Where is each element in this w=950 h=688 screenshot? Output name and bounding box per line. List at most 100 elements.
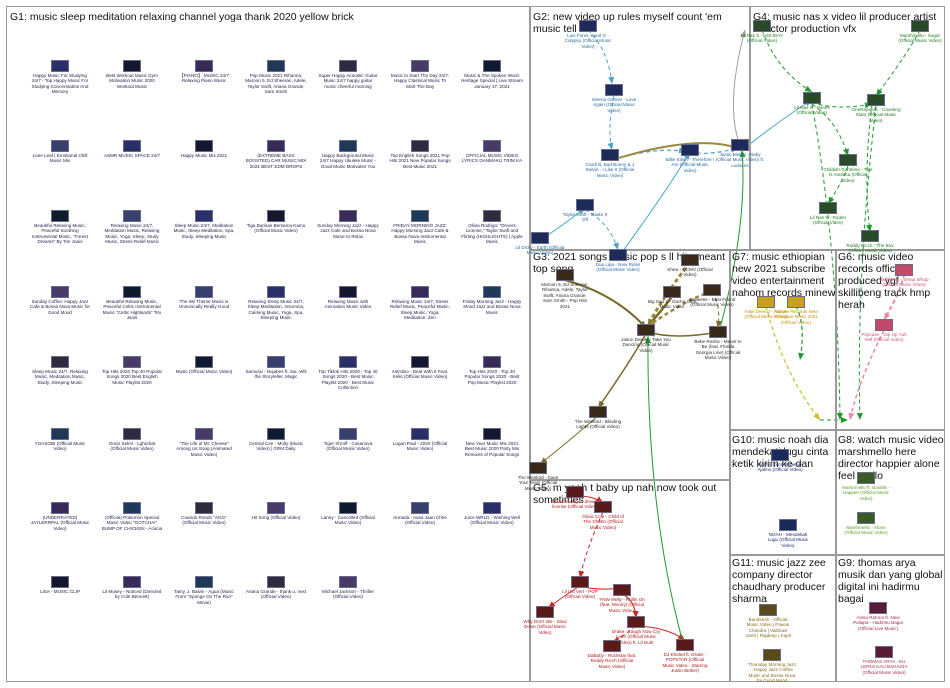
video-node-label: 【PIANO】 MUSIC 24/7 Relaxing Piano Music — [179, 73, 229, 84]
video-thumbnail — [411, 60, 429, 72]
video-node-label: Fasil Demoz - Afroye (Official Music Vid… — [744, 309, 788, 320]
video-node-label: Friday Morning Jazz - Happy Mood Jazz an… — [462, 299, 522, 315]
video-thumbnail — [867, 94, 885, 106]
video-thumbnail — [195, 140, 213, 152]
video-node-label: Top English Songs 2021 Pop Hits 2021 New… — [389, 153, 451, 169]
group-title-g4: G4: music nas x video lil producer artis… — [753, 11, 937, 35]
video-node-label: Skillibeng - Whap Whap (Official Music V… — [879, 277, 929, 288]
video-thumbnail — [123, 286, 141, 298]
video-thumbnail — [753, 20, 771, 32]
edge-arrowhead — [632, 610, 639, 618]
video-thumbnail — [411, 502, 429, 514]
video-node-label: Happy Background Music 24/7 Happy Ukulel… — [319, 153, 377, 169]
video-thumbnail — [483, 356, 501, 368]
video-thumbnail — [411, 140, 429, 152]
edge-arrowhead — [798, 352, 805, 360]
video-node-label: (EXTREME BASS BOOSTED) CAR MUSIC MIX 202… — [245, 153, 307, 169]
graph-edge — [765, 305, 821, 421]
graph-edge — [597, 333, 647, 409]
video-node-label: (Official) Pokemon Special Music Video "… — [101, 515, 163, 531]
video-thumbnail — [267, 576, 285, 588]
group-box-g2 — [530, 6, 750, 250]
graph-edge — [811, 103, 841, 421]
video-thumbnail — [576, 199, 594, 211]
video-node-label: Lanny - Cancelled (Official Music Video) — [321, 515, 375, 526]
video-node-label: Ariana Grande - thank u, next (Official … — [245, 589, 307, 600]
video-thumbnail — [676, 639, 694, 651]
video-node-label: Sleep Music 24/7, Relaxing Music, Medita… — [32, 369, 88, 385]
video-node-label: Childish Gambino - This Is America (Offi… — [823, 167, 873, 183]
video-node-label: Roddy Ricch - The Box (Official Music Vi… — [846, 243, 894, 254]
group-title-g7: G7: music ethiopian new 2021 subscribe v… — [732, 251, 836, 299]
video-thumbnail — [759, 604, 777, 616]
video-thumbnail — [123, 428, 141, 440]
video-node-label: Top Hits 2020 Top 40 Popular Songs 2020 … — [101, 369, 163, 385]
video-thumbnail — [536, 606, 554, 618]
video-thumbnail — [195, 428, 213, 440]
video-thumbnail — [339, 502, 357, 514]
video-thumbnail — [709, 326, 727, 338]
video-thumbnail — [195, 576, 213, 588]
group-box-g8 — [836, 430, 945, 555]
video-node-label: Beautiful Relaxing Music, Peaceful Sooth… — [32, 223, 88, 245]
group-box-g6 — [836, 250, 945, 430]
edge-arrowhead — [608, 76, 615, 84]
edge-arrowhead — [740, 30, 747, 38]
edge-arrowhead — [856, 412, 863, 420]
video-thumbnail — [594, 501, 612, 513]
video-node-label: Saweetie - Best Friend (Official Music V… — [688, 297, 736, 308]
video-node-label: Cardi B, Bad Bunny & J Balvin - I Like I… — [585, 162, 635, 178]
video-node-label: Logan Paul - 2020 (Official Music Video) — [392, 441, 448, 452]
group-box-g4 — [750, 6, 945, 250]
video-thumbnail — [819, 202, 837, 214]
group-title-g2: G2: new video up rules myself count 'em … — [533, 11, 722, 35]
group-box-g5 — [530, 480, 730, 682]
video-node-label: The Weeknd - Save Your Tears (Official M… — [517, 475, 559, 491]
video-thumbnail — [267, 140, 285, 152]
video-thumbnail — [803, 92, 821, 104]
video-node-label: Lil Uzi Vert - POP (Official Video) — [562, 589, 598, 600]
video-thumbnail — [195, 210, 213, 222]
video-node-label: Beautiful Relaxing Music, Peaceful Celti… — [102, 299, 162, 321]
video-thumbnail — [123, 502, 141, 514]
group-title-g9: G9: thomas arya musik dan yang global di… — [838, 557, 943, 605]
video-thumbnail — [339, 286, 357, 298]
video-thumbnail — [339, 210, 357, 222]
edge-arrowhead — [836, 412, 843, 420]
video-node-label: Lone Leaf | Emotional Chill Music Mix — [32, 153, 88, 164]
video-thumbnail — [267, 356, 285, 368]
video-thumbnail — [483, 140, 501, 152]
edge-arrowhead — [644, 336, 651, 344]
video-thumbnail — [779, 519, 797, 531]
video-thumbnail — [267, 286, 285, 298]
video-thumbnail — [51, 210, 69, 222]
video-thumbnail — [411, 210, 429, 222]
video-thumbnail — [123, 576, 141, 588]
edge-arrowhead — [866, 224, 873, 232]
video-thumbnail — [681, 144, 699, 156]
video-thumbnail — [763, 649, 781, 661]
video-node-label: Olivia Rodrigo: "Drivers License," Taylo… — [461, 223, 523, 245]
video-node-label: Hit Song (Official Video) — [251, 515, 301, 520]
video-thumbnail — [483, 60, 501, 72]
video-node-label: Armada - Avaa Jaan Chhe (Official Video) — [393, 515, 447, 526]
video-thumbnail — [123, 60, 141, 72]
group-box-g3 — [530, 250, 730, 480]
video-node-label: Relaxing Sleep Music 24/7, Sleep Meditat… — [247, 299, 305, 321]
video-thumbnail — [483, 210, 501, 222]
video-thumbnail — [123, 356, 141, 368]
video-node-label: Anisa Rahma ft. New Pallapa - Hadirmu Ba… — [853, 615, 903, 631]
video-node-label: (UNDERRATED) JAYLERRPAL (Official Music … — [30, 515, 90, 531]
video-node-label: Lil Dicky - Earth (Official Music Video) — [515, 245, 565, 256]
video-thumbnail — [529, 462, 547, 474]
video-thumbnail — [579, 20, 597, 32]
video-thumbnail — [267, 210, 285, 222]
video-thumbnail — [605, 84, 623, 96]
graph-edge — [564, 279, 647, 329]
video-thumbnail — [51, 286, 69, 298]
edge-arrowhead — [715, 320, 722, 328]
video-node-label: Marshmello - Sugar (Official Music Video… — [898, 33, 942, 44]
video-thumbnail — [483, 286, 501, 298]
graph-edge — [858, 105, 877, 421]
